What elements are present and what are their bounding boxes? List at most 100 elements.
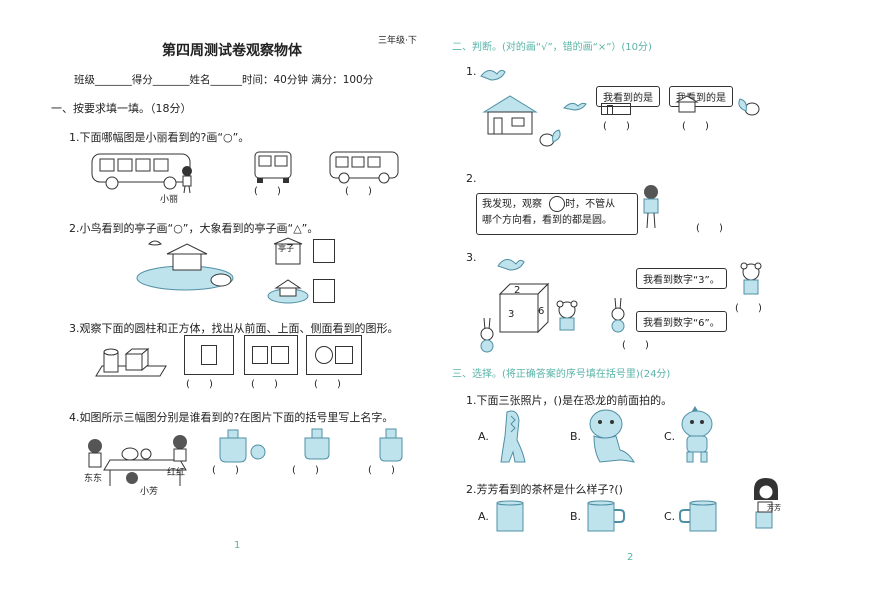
s3-q1-option-c[interactable]: C. xyxy=(664,430,676,443)
bubble-text: 我看到的是 xyxy=(676,93,726,104)
dinosaur-front-view xyxy=(681,406,713,463)
pavilion-sign-1: 亭子 xyxy=(278,244,294,253)
cup-handle-left xyxy=(679,500,717,532)
q4-blank-1[interactable]: ( ) xyxy=(212,465,239,476)
teapot-view-3 xyxy=(379,428,403,462)
bird-icon xyxy=(497,259,525,271)
table-scene-picture xyxy=(88,435,187,486)
rabbit-icon xyxy=(611,297,625,333)
bubble-text: 我看到的是 xyxy=(603,93,653,104)
square-shape xyxy=(271,346,289,364)
s2-q3-blank-1[interactable]: ( ) xyxy=(735,303,762,314)
s2-q1-bubble-1: 我看到的是 xyxy=(596,86,660,107)
q3-blank-1[interactable]: ( ) xyxy=(186,379,213,390)
cube-front-number: 3 xyxy=(508,309,515,320)
rectangle-shape xyxy=(252,346,268,364)
info-line: 班级_______得分_______姓名______时间：40分钟 满分：100… xyxy=(74,74,374,86)
q2-answer-box-2[interactable] xyxy=(313,279,335,303)
s3-q1-text: 1.下面三张照片，()是在恐龙的前面拍的。 xyxy=(466,394,673,407)
bus-side-picture xyxy=(91,153,191,190)
bubble-text-2: 时，不管从 xyxy=(565,199,616,210)
teapot-view-1 xyxy=(219,429,266,463)
s3-q2-text: 2.芳芳看到的茶杯是什么样子?() xyxy=(466,483,623,496)
house-view-1 xyxy=(601,101,643,115)
fangfang-caption: 芳芳 xyxy=(767,504,781,512)
q4-text: 4.如图所示三幅图分别是谁看到的?在图片下面的括号里写上名字。 xyxy=(69,411,394,424)
name-xiaofang: 小芳 xyxy=(140,487,159,497)
page-number-1: 1 xyxy=(234,540,241,551)
bubble-text-1: 我发现，观察 xyxy=(482,199,542,210)
bubble-text: 我看到数字“6”。 xyxy=(643,318,720,329)
q3-blank-3[interactable]: ( ) xyxy=(314,379,341,390)
bird-icon xyxy=(480,69,506,81)
grade-label: 三年级·下 xyxy=(378,36,417,46)
cube-top-number: 2 xyxy=(514,285,521,296)
rectangle-shape xyxy=(201,345,217,365)
bear-icon xyxy=(556,300,578,331)
pavilion-front-view xyxy=(273,237,303,265)
s3-q2-option-b[interactable]: B. xyxy=(570,510,582,523)
bear-icon xyxy=(740,262,762,295)
q1-blank-1[interactable]: ( ) xyxy=(254,186,281,197)
s2-q3-bubble-1: 我看到数字“3”。 xyxy=(636,268,727,289)
teapot-view-2 xyxy=(304,428,330,460)
bird-icon xyxy=(562,102,587,111)
s2-q3-blank-2[interactable]: ( ) xyxy=(622,340,649,351)
dinosaur-back-view xyxy=(500,410,526,463)
boy-picture xyxy=(643,185,659,229)
section2-heading: 二、判断。(对的画“√”，错的画“×”）(10分) xyxy=(452,42,652,53)
s3-q1-option-a[interactable]: A. xyxy=(478,430,489,443)
pavilion-scene-picture xyxy=(136,240,234,291)
q2-answer-box-1[interactable] xyxy=(313,239,335,263)
q1-blank-2[interactable]: ( ) xyxy=(345,186,372,197)
number-cube xyxy=(498,282,550,334)
s2-q3-number: 3. xyxy=(466,251,477,264)
squirrel-icon xyxy=(539,129,561,147)
dinosaur-side-view xyxy=(589,409,636,463)
bubble-text: 我看到数字“3”。 xyxy=(643,275,720,286)
s3-q2-option-c[interactable]: C. xyxy=(664,510,676,523)
bubble-text-3: 哪个方向看，看到的都是圆。 xyxy=(482,215,612,226)
circle-shape xyxy=(315,346,333,364)
section1-heading: 一、按要求填一填。（18分） xyxy=(51,102,192,115)
s2-q2-blank[interactable]: ( ) xyxy=(696,223,723,234)
view-box-3 xyxy=(306,335,362,375)
fangfang-girl-picture xyxy=(754,478,778,529)
bus-other-side-picture xyxy=(329,151,399,184)
page-number-2: 2 xyxy=(627,552,634,563)
q1-text: 1.下面哪幅图是小丽看到的?画“○”。 xyxy=(69,131,250,144)
q2-text: 2.小鸟看到的亭子画“○”，大象看到的亭子画“△”。 xyxy=(69,222,319,235)
house-view-2 xyxy=(675,95,713,113)
section3-heading: 三、选择。(将正确答案的序号填在括号里)(24分) xyxy=(452,369,671,380)
cylinder-cube-picture xyxy=(95,347,167,377)
q3-blank-2[interactable]: ( ) xyxy=(251,379,278,390)
s3-q2-option-a[interactable]: A. xyxy=(478,510,489,523)
s2-q1-number: 1. xyxy=(466,65,477,78)
rabbit-icon xyxy=(480,317,494,353)
s2-q1-blank-1[interactable]: ( ) xyxy=(603,121,630,132)
girl-caption: 小丽 xyxy=(160,195,179,205)
page-title: 第四周测试卷观察物体 xyxy=(162,43,302,59)
s2-q3-bubble-2: 我看到数字“6”。 xyxy=(636,311,727,332)
q4-blank-2[interactable]: ( ) xyxy=(292,465,319,476)
cup-handle-right xyxy=(587,500,625,532)
name-honghong: 红红 xyxy=(167,468,186,478)
s2-q2-number: 2. xyxy=(466,172,477,185)
name-dongdong: 东东 xyxy=(84,474,103,484)
s2-q2-bubble: 我发现，观察 时，不管从 哪个方向看，看到的都是圆。 xyxy=(476,193,638,235)
girl-picture xyxy=(182,166,192,194)
view-box-2 xyxy=(244,335,298,375)
cup-no-handle xyxy=(496,500,524,532)
q4-blank-3[interactable]: ( ) xyxy=(368,465,395,476)
house-picture xyxy=(482,95,538,135)
bus-front-picture xyxy=(254,151,292,183)
square-shape xyxy=(335,346,353,364)
view-box-1 xyxy=(184,335,234,375)
s2-q1-blank-2[interactable]: ( ) xyxy=(682,121,709,132)
cube-side-number: 6 xyxy=(538,306,545,317)
ball-icon xyxy=(549,196,565,212)
pavilion-top-view xyxy=(267,279,309,304)
squirrel-icon xyxy=(738,98,760,116)
s3-q1-option-b[interactable]: B. xyxy=(570,430,582,443)
q3-text: 3.观察下面的圆柱和正方体，找出从前面、上面、侧面看到的图形。 xyxy=(69,322,399,335)
